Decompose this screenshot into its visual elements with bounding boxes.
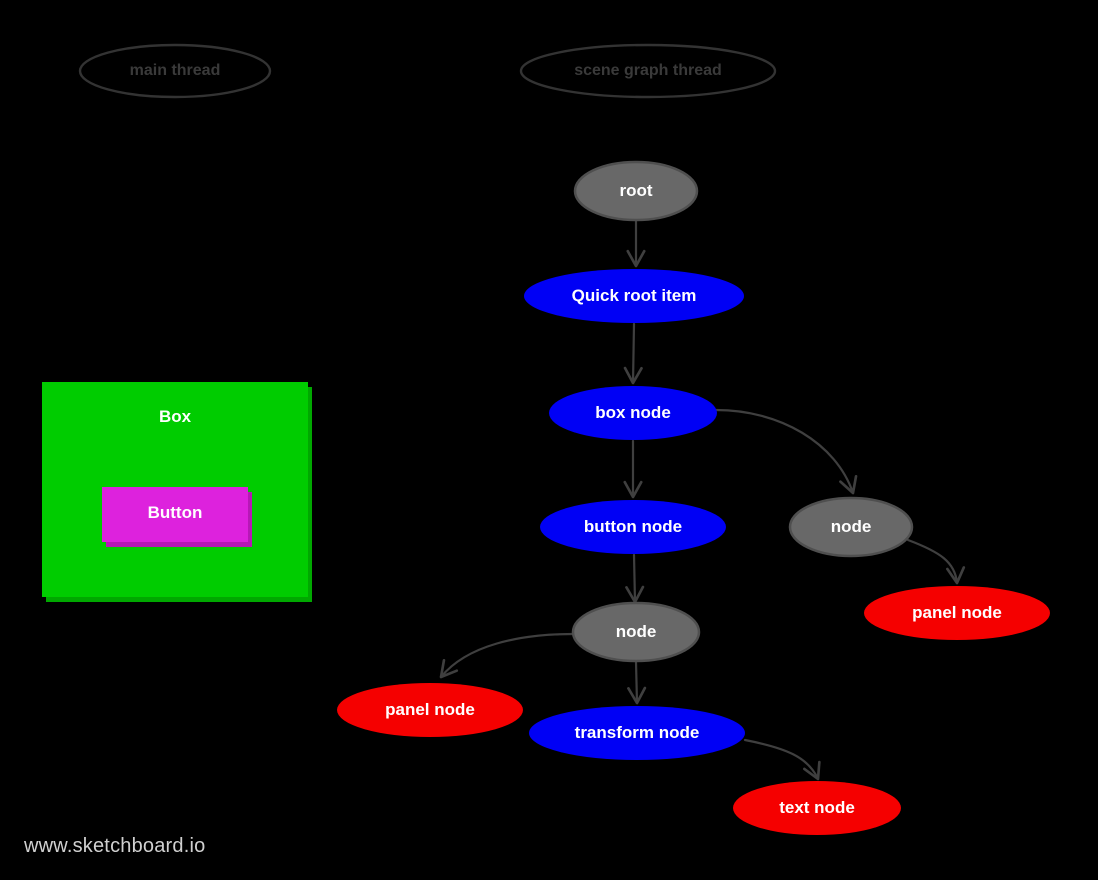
node-label-button-node: button node xyxy=(583,517,683,536)
node-label-panel-node-left: panel node xyxy=(385,700,475,719)
mockup-button[interactable] xyxy=(102,487,248,542)
node-node-right[interactable] xyxy=(788,496,914,558)
node-label-quick-root-item: Quick root item xyxy=(571,286,697,305)
edge-transform-to-text xyxy=(743,738,821,781)
thread-boundary-scene-graph-thread xyxy=(519,43,777,99)
node-label-node-right: node xyxy=(830,517,872,536)
node-transform-node[interactable] xyxy=(529,706,745,760)
node-label-panel-node-right: panel node xyxy=(912,603,1002,622)
node-label-node-mid: node xyxy=(615,622,657,641)
edge-quick-to-box xyxy=(623,322,643,385)
edge-button-to-node-mid xyxy=(625,553,645,604)
edge-node-mid-to-transform xyxy=(627,660,647,705)
node-root[interactable] xyxy=(573,160,699,222)
node-button-node[interactable] xyxy=(540,500,726,554)
watermark-sketchboard: www.sketchboard.io xyxy=(24,835,206,857)
node-label-box-node: box node xyxy=(595,403,671,422)
node-box-node[interactable] xyxy=(549,386,717,440)
node-label-transform-node: transform node xyxy=(574,723,700,742)
thread-label-scene-graph-thread: scene graph thread xyxy=(574,62,722,79)
thread-boundary-main-thread xyxy=(78,43,272,99)
node-label-root: root xyxy=(619,181,653,200)
node-quick-root-item[interactable] xyxy=(524,269,744,323)
node-label-text-node: text node xyxy=(779,798,855,817)
edge-node-right-to-panel xyxy=(906,538,966,585)
node-panel-node-right[interactable] xyxy=(864,586,1050,640)
edge-node-mid-to-panel-left xyxy=(439,632,575,679)
thread-label-main-thread: main thread xyxy=(129,62,221,79)
edge-box-to-node-right xyxy=(714,408,858,495)
node-panel-node-left[interactable] xyxy=(337,683,523,737)
node-text-node[interactable] xyxy=(733,781,901,835)
node-node-mid[interactable] xyxy=(571,601,701,663)
